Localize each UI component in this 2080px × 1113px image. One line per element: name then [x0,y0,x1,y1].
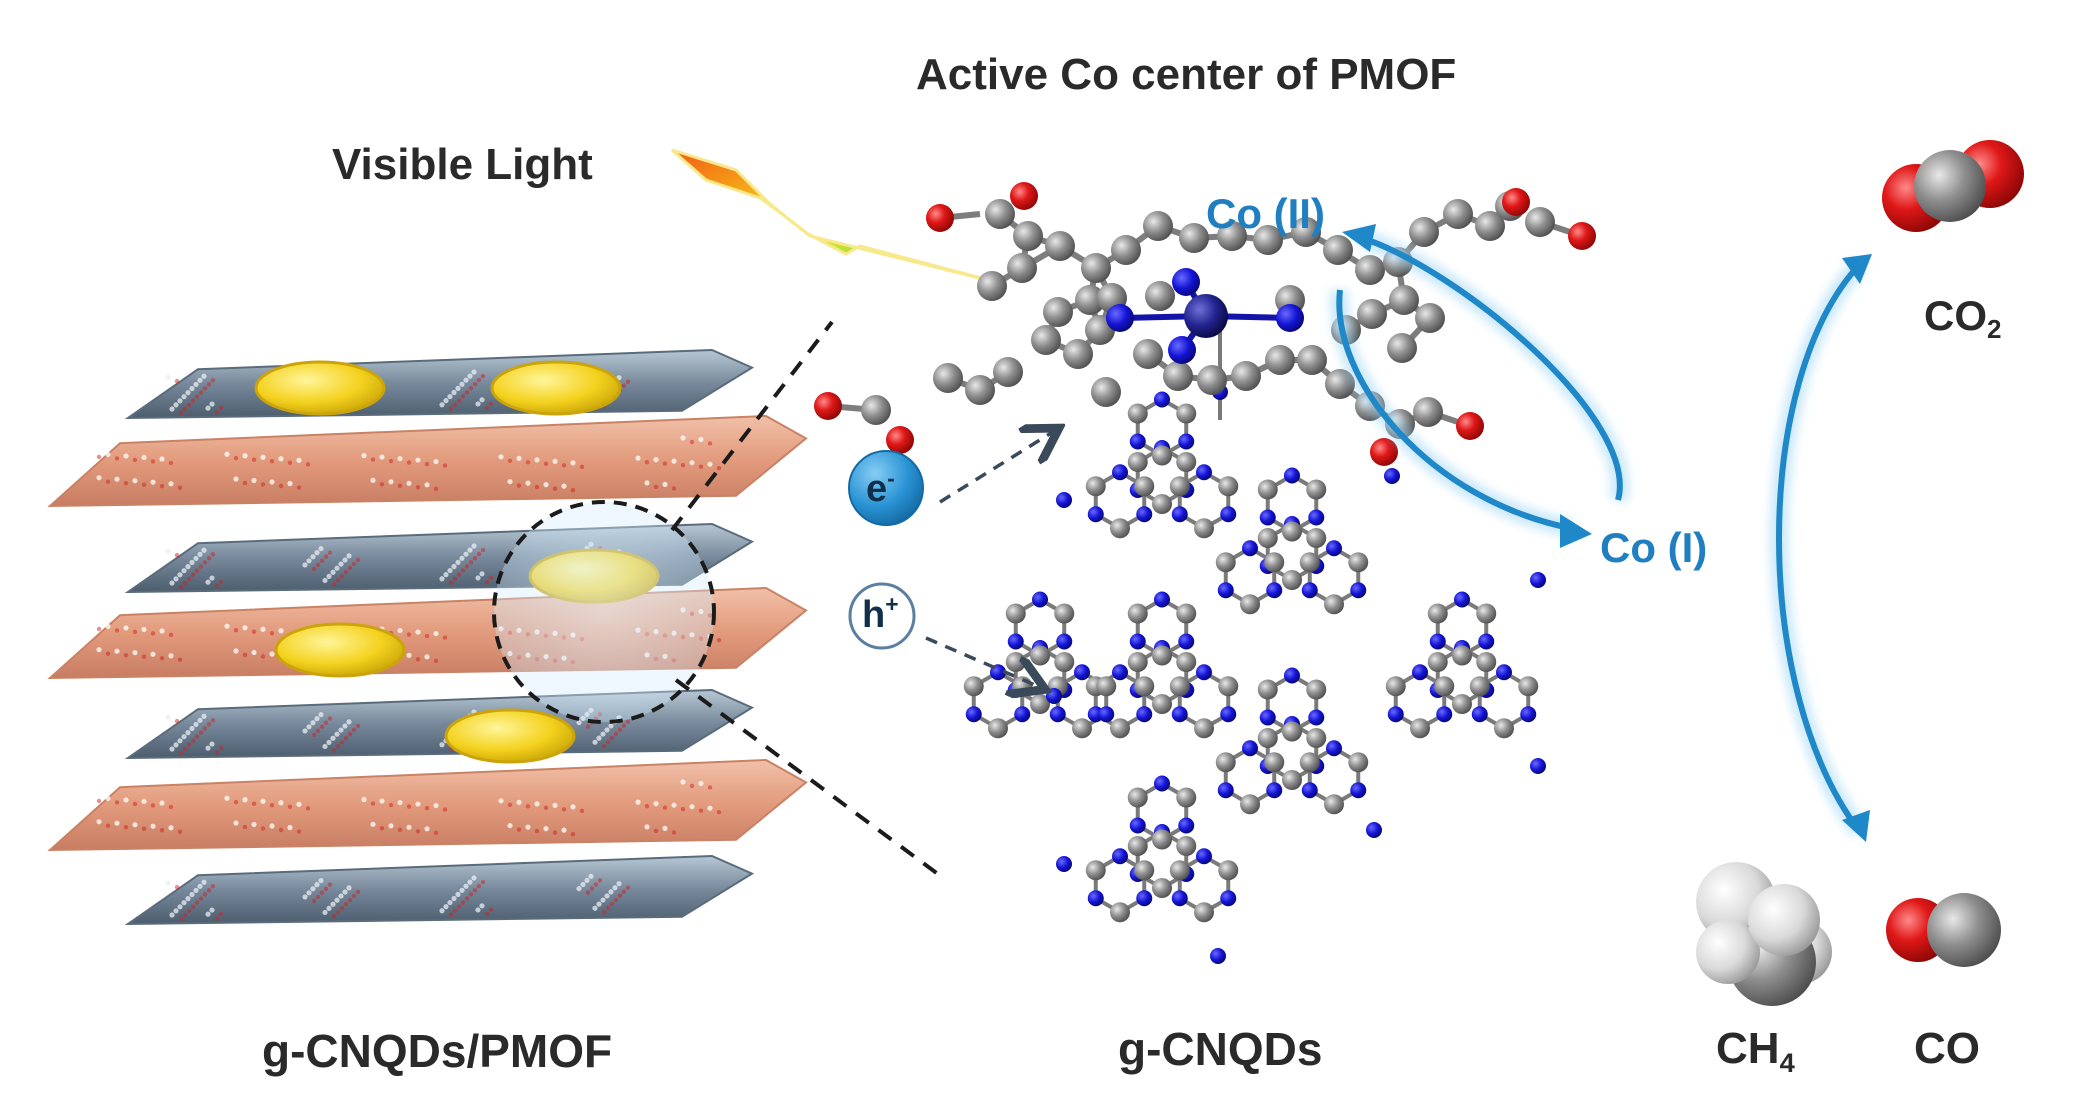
electron-charge: - [887,465,895,492]
lightning-bolt-icon [671,148,997,284]
porphyrin-structure [814,182,1596,466]
reduction-arrow [1770,254,1872,842]
electron-icon [848,450,924,526]
ch4-base: CH [1716,1024,1780,1073]
co2-subscript: 2 [1987,314,2002,345]
co-i-label: Co (I) [1600,524,1708,571]
visible-light-label: Visible Light [332,140,593,189]
co-label: CO [1914,1024,1980,1073]
methane-molecule-icon [1696,862,1832,1006]
hole-label: h+ [862,591,899,637]
gcn-network [963,326,1546,964]
co-molecule-icon [1886,893,2001,967]
co2-base: CO [1924,292,1987,339]
quantum-dot [274,622,406,678]
hole-icon [848,582,916,650]
ch4-subscript: 4 [1779,1046,1795,1078]
composite-label: g-CNQDs/PMOF [262,1025,613,1077]
zoom-indicator [492,320,948,882]
electron-label: e- [866,465,895,511]
quantum-dot [254,360,386,416]
gcn-layer [124,348,755,420]
layered-stack [47,348,808,926]
co2-molecule-icon [1882,140,2024,232]
pmof-layer [47,414,808,508]
hole-charge: + [885,591,899,618]
pmof-layer [47,758,808,852]
co2-label: CO2 [1924,292,2001,344]
electron-symbol: e [866,468,888,510]
quantum-dot [444,708,576,764]
cobalt-cycle-arrows [1330,224,1629,548]
cobalt-atom [1184,294,1228,338]
charge-transfer-arrows [925,430,1056,688]
hole-symbol: h [862,594,886,636]
co-ii-label: Co (II) [1206,190,1325,237]
title-label: Active Co center of PMOF [916,50,1457,99]
gcn-layer [124,854,755,926]
ch4-label: CH4 [1716,1024,1795,1078]
quantum-dot [490,360,622,416]
gcnqds-label: g-CNQDs [1118,1023,1323,1075]
